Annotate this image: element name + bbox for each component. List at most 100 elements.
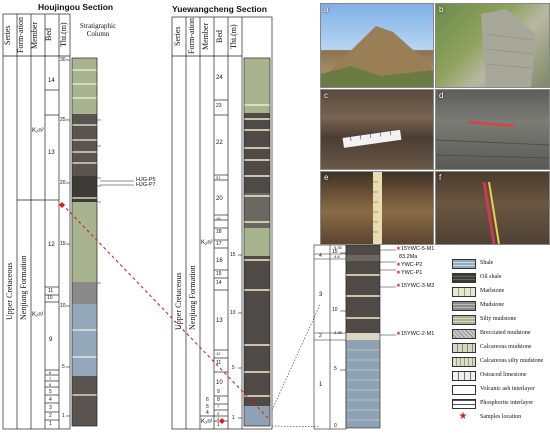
detail-mark-48: 4.8 xyxy=(334,254,340,259)
detail-tick-15: 15 xyxy=(332,249,338,255)
yuewangcheng-title: Yuewangcheng Section xyxy=(172,4,267,14)
ywc-bed-4: 4 xyxy=(206,410,209,416)
detail-bed-1: 1 xyxy=(319,382,323,388)
ywc-bed-13: 13 xyxy=(216,318,223,324)
houjingou-column-header: Stratigraphic Column xyxy=(79,22,117,38)
houjingou-member-lower: K₂n¹ xyxy=(32,312,44,318)
legend-shale-label: Shale xyxy=(480,260,494,266)
ywc-bed-3: 3 xyxy=(217,411,220,416)
marlstone-swatch xyxy=(452,287,476,297)
houjingou-sample-p7: HJG-P7 xyxy=(136,182,156,188)
ywc-bed-12: 12 xyxy=(216,351,221,356)
photo-d-label: d xyxy=(439,91,444,100)
yuewangcheng-bed-labels: 24 23 22 21 20 19 18 17 16 15 14 13 12 1… xyxy=(206,0,228,433)
photo-d: d xyxy=(435,89,550,170)
ywc-bed-19: 19 xyxy=(216,216,221,221)
legend-marlstone-label: Marlstone xyxy=(480,288,505,294)
ywc-tick-15: 15 xyxy=(230,252,236,258)
ywc-bed-17: 17 xyxy=(216,241,222,247)
ywc-tick-10: 10 xyxy=(230,310,236,316)
houjingou-bed-8: 8 xyxy=(49,370,52,375)
detail-column xyxy=(313,244,396,430)
ywc-bed-23: 23 xyxy=(216,103,222,109)
houjingou-bed-14: 14 xyxy=(48,78,55,84)
photo-e-ruler xyxy=(373,172,382,244)
silty-mudstone-swatch xyxy=(452,315,476,325)
detail-sample-3m3-label: 15YWC-3-M3 xyxy=(400,283,435,289)
photo-a-hill xyxy=(321,26,433,87)
detail-sample-p1: ★YWC-P1 xyxy=(396,270,423,276)
detail-thickness-ticks: 15 10 5 0 5.35 4.8 3.35 xyxy=(330,0,346,433)
ywc-bed-15: 15 xyxy=(216,271,222,277)
detail-bed-2: 2 xyxy=(319,333,322,339)
ywc-bed-21: 21 xyxy=(216,175,221,180)
ywc-bed-6: 6 xyxy=(206,397,209,403)
legend-brecciated-mudstone-label: Brecciated mudstone xyxy=(480,330,531,336)
legend-calcareous-mudstone-label: Calcareous mudstone xyxy=(480,344,532,350)
houjingou-bed-6: 6 xyxy=(49,382,52,387)
ywc-bed-20: 20 xyxy=(216,196,223,202)
houjingou-bed-9: 9 xyxy=(49,337,53,343)
ywc-bed-7: 7 xyxy=(217,404,220,409)
photo-a: a xyxy=(320,3,434,88)
legend-calcareous-silty-mudstone-label: Calcareous silty mudstone xyxy=(480,358,544,364)
detail-sample-p2: ★YWC-P2 xyxy=(396,262,423,268)
houjingou-bed-7: 7 xyxy=(49,376,52,381)
houjingou-tick-1: 1 xyxy=(62,413,65,419)
houjingou-bed-12: 12 xyxy=(48,242,55,248)
legend: Shale Oil shale Marlstone Mudstone Silty… xyxy=(452,258,550,430)
legend-phosphorite-label: Phosphorite interlayer xyxy=(480,400,534,406)
legend-oil-shale-label: Oil shale xyxy=(480,274,502,280)
houjingou-bed-11: 11 xyxy=(48,288,54,294)
detail-tick-5: 5 xyxy=(334,366,337,372)
photo-d-pen xyxy=(436,120,549,159)
detail-sample-3m3: ★15YWC-3-M3 xyxy=(396,283,435,289)
yuewangcheng-thickness-ticks: 15 10 5 1 xyxy=(228,0,242,433)
houjingou-tick-30: 30 xyxy=(60,57,66,63)
photo-f-pen xyxy=(482,181,500,244)
photo-c: c xyxy=(320,89,434,170)
oil-shale-swatch xyxy=(452,273,476,283)
ywc-bed-22: 22 xyxy=(216,140,223,146)
houjingou-bed-3: 3 xyxy=(49,405,52,411)
ywc-bed-14: 14 xyxy=(216,280,222,286)
ywc-bed-2: 2 xyxy=(217,416,220,421)
volcanic-ash-swatch xyxy=(452,385,476,395)
photo-c-scale xyxy=(342,129,402,148)
detail-sample-5m1: ★15YWC-5-M1 xyxy=(396,246,435,252)
legend-samples-label: Samples location xyxy=(480,414,522,420)
detail-bed-3: 3 xyxy=(319,292,323,298)
legend-silty-mudstone-label: Silty mudstone xyxy=(480,316,517,322)
detail-mark-335: 3.35 xyxy=(334,330,342,335)
houjingou-sample-p5: HJG-P5 xyxy=(136,177,156,183)
houjingou-bed-13: 13 xyxy=(48,150,55,156)
detail-tick-0: 0 xyxy=(334,423,337,429)
star-icon: ★ xyxy=(458,411,468,422)
houjingou-bed-labels: 14 13 12 11 10 9 8 7 6 5 4 3 2 1 xyxy=(45,0,59,433)
houjingou-grid xyxy=(2,13,134,430)
detail-bed-labels: 4 3 2 1 xyxy=(314,0,330,433)
houjingou-bed-5: 5 xyxy=(49,389,52,395)
houjingou-tick-25: 25 xyxy=(60,117,66,123)
ywc-tick-1: 1 xyxy=(232,415,235,421)
photo-c-label: c xyxy=(324,91,328,100)
legend-ostracod-limestone-label: Ostracod limestone xyxy=(480,372,527,378)
houjingou-bed-4: 4 xyxy=(49,397,52,403)
photo-e-label: e xyxy=(324,173,329,182)
photo-f-label: f xyxy=(439,173,442,182)
photo-a-label: a xyxy=(324,5,329,14)
legend-volcanic-ash-label: Volcanic ash interlayer xyxy=(480,386,535,392)
ywc-bed-1: 1 xyxy=(217,422,220,428)
yuewangcheng-member-lower: K₂n¹ xyxy=(201,419,213,425)
yuewangcheng-member-upper: K₂n² xyxy=(201,240,213,246)
photo-f: f xyxy=(435,171,550,245)
ywc-bed-24: 24 xyxy=(216,75,223,81)
calcareous-silty-mudstone-swatch xyxy=(452,357,476,367)
detail-tick-10: 10 xyxy=(332,307,338,313)
houjingou-tick-20: 20 xyxy=(60,180,66,186)
houjingou-tick-15: 15 xyxy=(60,241,66,247)
ywc-bed-5: 5 xyxy=(206,404,209,410)
houjingou-bed-1: 1 xyxy=(49,421,52,427)
photo-b-outcrop xyxy=(481,9,536,87)
detail-bed-4: 4 xyxy=(319,253,322,259)
